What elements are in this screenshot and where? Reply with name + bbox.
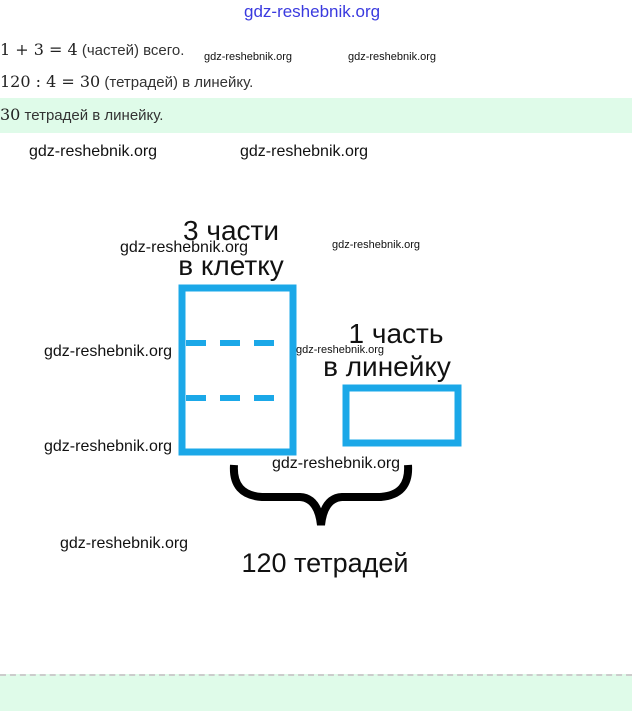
label-big-1: 3 части: [183, 215, 279, 246]
site-watermark-header: gdz-reshebnik.org: [244, 2, 381, 21]
watermark: gdz-reshebnik.org: [272, 455, 401, 472]
math-expression: 120 : 4 = 30: [0, 72, 101, 91]
watermark: gdz-reshebnik.org: [120, 239, 249, 256]
math-expression: 1 + 3 = 4: [0, 40, 78, 59]
answer-text: тетрадей в линейку.: [20, 107, 164, 124]
watermark: gdz-reshebnik.org: [348, 51, 437, 63]
watermark: gdz-reshebnik.org: [44, 438, 173, 455]
answer-box: 30 тетрадей в линейку.: [0, 98, 632, 133]
watermark: gdz-reshebnik.org: [29, 143, 158, 160]
solution-line-1: 1 + 3 = 4 (частей) всего.: [0, 40, 184, 59]
watermark: gdz-reshebnik.org: [332, 239, 421, 251]
watermark: gdz-reshebnik.org: [44, 343, 173, 360]
big-rectangle: [178, 284, 297, 456]
solution-line-2: 120 : 4 = 30 (тетрадей) в линейку.: [0, 72, 253, 91]
answer-line: 30 тетрадей в линейку.: [0, 105, 163, 124]
next-answer-box: [0, 674, 632, 711]
line-text: (тетрадей) в линейку.: [100, 74, 254, 91]
total-label: 120 тетрадей: [242, 548, 409, 578]
watermark: gdz-reshebnik.org: [204, 51, 293, 63]
watermark: gdz-reshebnik.org: [296, 344, 385, 356]
watermark: gdz-reshebnik.org: [240, 143, 369, 160]
line-text: (частей) всего.: [77, 42, 185, 59]
math-expression: 30: [0, 105, 21, 124]
curly-brace: [229, 464, 413, 526]
small-rectangle: [342, 384, 462, 447]
label-big-2: в клетку: [178, 250, 284, 281]
watermark: gdz-reshebnik.org: [60, 535, 189, 552]
label-small-2: в линейку: [323, 351, 451, 382]
label-small-1: 1 часть: [349, 318, 444, 349]
